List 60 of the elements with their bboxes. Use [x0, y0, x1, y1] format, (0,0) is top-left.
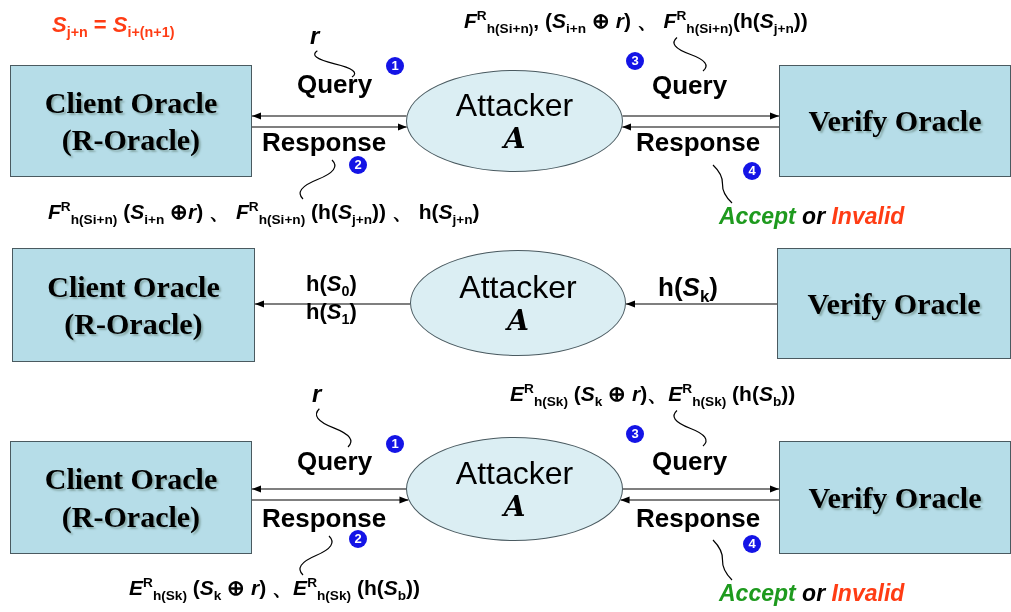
node-label: Verify Oracle [807, 285, 981, 322]
callout-number: 1 [386, 57, 404, 75]
node-label: Attacker [455, 455, 574, 492]
annotation-text: r [310, 22, 320, 51]
edge-label: Query [297, 447, 373, 476]
symbol-label: A [507, 306, 529, 337]
annotation-text: r [312, 380, 322, 409]
symbol-label: A [503, 492, 526, 523]
oracle-box [12, 248, 255, 362]
node-label: Verify Oracle [808, 479, 982, 516]
leader-line [673, 409, 707, 447]
oracle-box [777, 248, 1011, 359]
edge-label: Response [636, 504, 761, 533]
arrow [251, 123, 408, 131]
oracle-box [779, 441, 1011, 554]
oracle-box [10, 65, 252, 177]
leader-line [315, 408, 352, 448]
arrow [621, 123, 780, 131]
node-label: Attacker [459, 269, 577, 306]
leader-line [314, 50, 356, 78]
callout-number: 2 [349, 156, 367, 174]
edge-label: Query [652, 71, 728, 100]
arrow [622, 485, 780, 493]
arrow [251, 485, 407, 493]
equation-text: S$_{j+n}$ = S$_{i+(n+1)}$ [52, 12, 175, 42]
edge-label: Query [652, 447, 728, 476]
arrow [625, 300, 778, 308]
formula-text: E$^{R}$$_{h(Sk)}$ (S$_{k}$ ⊕ r)、E$^{R}$$_{h(Sk)}$ (h(S$_{b}$)) [510, 381, 796, 411]
node-label: Verify Oracle [808, 103, 982, 140]
oracle-box [10, 441, 252, 554]
callout-number: 2 [349, 530, 367, 548]
edge-label: Response [262, 504, 387, 533]
node-label: Attacker [455, 87, 574, 124]
leader-line [712, 539, 733, 581]
oracle-box [779, 65, 1011, 177]
formula-text: F$^{R}$$_{h(Si+n)}$ (S$_{i+n}$ ⊕r) 、 F$^{R}$$_{h(Si+n)}$ (h(S$_{j+n}$)) 、 h(S$_{j+n}$) [48, 199, 480, 229]
callout-number: 4 [743, 535, 761, 553]
formula-text: E$^{R}$$_{h(Sk)}$ (S$_{k}$ ⊕ r) 、E$^{R}$$_{h(Sk)}$ (h(S$_{b}$)) [129, 575, 421, 605]
node-label: Client Oracle (R-Oracle) [46, 268, 221, 342]
annotation-text: Accept or Invalid [719, 203, 905, 231]
leader-line [299, 159, 336, 200]
edge-label: h(S$_{0}$) h(S$_{1}$) [306, 272, 358, 329]
formula-text: F$^{R}$$_{h(Si+n)}$, (S$_{i+n}$ ⊕ r) 、 F$^{R}$$_{h(Si+n)}$(h(S$_{j+n}$)) [464, 8, 808, 38]
edge-label: Query [297, 70, 373, 99]
callout-number: 4 [743, 162, 761, 180]
edge-label: Response [636, 128, 761, 157]
edge-label: Response [262, 128, 387, 157]
callout-number: 3 [626, 425, 644, 443]
leader-line [673, 36, 707, 72]
node-label: Client Oracle (R-Oracle) [43, 84, 219, 158]
arrow [251, 112, 408, 120]
arrow [621, 112, 780, 120]
node-label: Client Oracle (R-Oracle) [43, 461, 219, 535]
callout-number: 1 [386, 435, 404, 453]
arrow [254, 300, 411, 308]
callout-number: 3 [626, 52, 644, 70]
symbol-label: A [503, 124, 526, 155]
edge-label: h(S$_{k}$) [658, 273, 718, 307]
annotation-text: Accept or Invalid [719, 580, 905, 608]
leader-line [712, 164, 733, 204]
